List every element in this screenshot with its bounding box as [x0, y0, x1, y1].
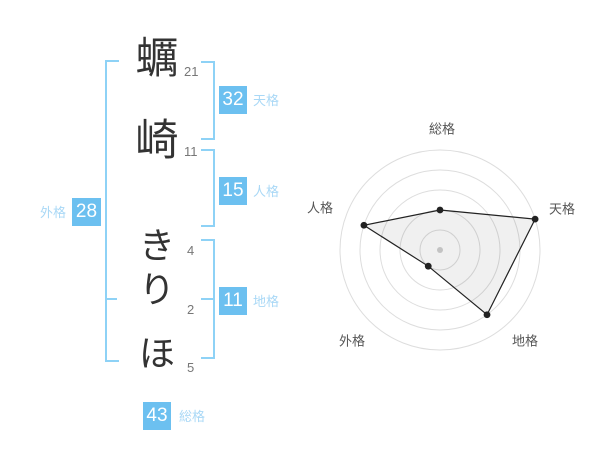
soukaku-value-box: 43 — [143, 402, 171, 430]
radar-data-point — [360, 221, 368, 229]
radar-grid-ring — [379, 189, 501, 311]
radar-axis-label: 人格 — [307, 201, 333, 216]
jinkaku-bracket-line — [213, 149, 215, 227]
radar-axis-label: 地格 — [512, 334, 538, 349]
chikaku-value-box: 11 — [219, 287, 247, 315]
radar-axis-label: 外格 — [339, 334, 365, 349]
stroke-count: 21 — [184, 64, 199, 79]
chikaku-bracket-tick — [201, 357, 215, 359]
radar-grid-ring — [339, 149, 541, 351]
radar-data-polygon — [362, 209, 537, 316]
stroke-count: 4 — [187, 243, 195, 258]
tenkaku-value-box: 32 — [219, 86, 247, 114]
stroke-count: 5 — [187, 360, 195, 375]
radar-center-dot — [437, 247, 443, 253]
jinkaku-value-box: 15 — [219, 177, 247, 205]
tenkaku-bracket-tick — [201, 61, 215, 63]
tenkaku-label: 天格 — [253, 93, 280, 108]
radar-axis-label: 天格 — [549, 202, 575, 217]
name-character: り — [138, 269, 175, 310]
radar-axis-label: 総格 — [429, 122, 455, 137]
name-character: ほ — [138, 333, 175, 374]
stroke-count: 11 — [184, 144, 198, 159]
gaikaku-bracket-tick — [105, 298, 117, 300]
gaikaku-bracket-line — [105, 60, 107, 362]
name-character: 蠣 — [135, 35, 179, 83]
chikaku-bracket-tick — [201, 239, 215, 241]
gaikaku-bracket-tick — [105, 360, 119, 362]
jinkaku-label: 人格 — [253, 184, 280, 199]
radar-data-point — [424, 262, 432, 270]
jinkaku-bracket-tick — [201, 225, 215, 227]
tenkaku-bracket-line — [213, 61, 215, 140]
radar-grid-ring — [419, 229, 461, 271]
gaikaku-value-box: 28 — [72, 198, 101, 226]
jinkaku-bracket-tick — [201, 149, 215, 151]
gaikaku-bracket-tick — [105, 60, 119, 62]
chikaku-bracket-tick — [201, 298, 215, 300]
name-character: き — [138, 225, 175, 266]
radar-data-point — [483, 311, 491, 319]
tenkaku-bracket-tick — [201, 138, 215, 140]
soukaku-label: 総格 — [179, 409, 206, 424]
name-character: 崎 — [135, 117, 179, 165]
radar-data-point — [531, 215, 539, 223]
radar-data-point — [436, 206, 444, 214]
stroke-count: 2 — [187, 302, 195, 317]
gaikaku-label: 外格 — [39, 205, 66, 220]
chikaku-label: 地格 — [253, 294, 280, 309]
